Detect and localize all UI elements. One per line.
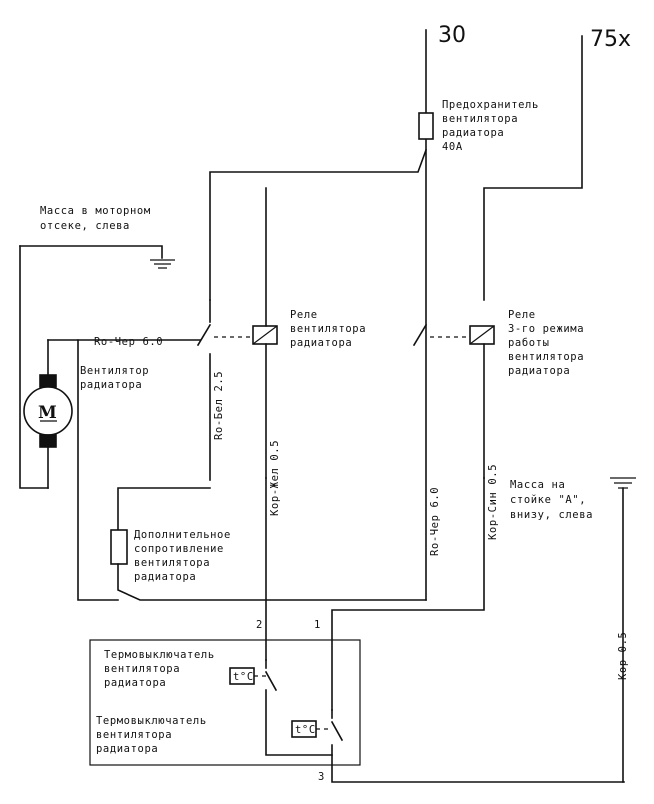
svg-text:40А: 40А (442, 141, 463, 153)
svg-text:сопротивление: сопротивление (134, 543, 224, 555)
svg-text:радиатора: радиатора (80, 379, 142, 391)
terminal-30: 30 (438, 23, 466, 48)
svg-text:Дополнительное: Дополнительное (134, 529, 231, 541)
pin-3: 3 (318, 771, 325, 783)
svg-text:стойке "А",: стойке "А", (510, 494, 586, 506)
wire-label-kor-zhel: Kор-Жел 0.5 (269, 440, 281, 516)
thermo-symbol-1: t°C (233, 671, 254, 683)
ground-pillar-label: Масса на стойке "А", внизу, слева (510, 479, 593, 521)
pin-2: 2 (256, 619, 263, 631)
svg-text:радиатора: радиатора (96, 743, 158, 755)
svg-text:работы: работы (508, 337, 550, 349)
fuse (209, 112, 434, 301)
motor-symbol: M (38, 403, 57, 423)
relay-1-label: Реле вентилятора радиатора (290, 309, 366, 349)
svg-text:отсеке, слева: отсеке, слева (40, 220, 130, 232)
svg-text:радиатора: радиатора (134, 571, 196, 583)
svg-text:радиатора: радиатора (104, 677, 166, 689)
svg-text:вентилятора: вентилятора (104, 663, 180, 675)
wire-label-ro-bel: Ro-Бел 2.5 (213, 371, 225, 440)
motor-label: Вентилятор радиатора (80, 365, 149, 391)
svg-text:3-го режима: 3-го режима (508, 323, 584, 335)
svg-text:Реле: Реле (290, 309, 318, 321)
svg-text:радиатора: радиатора (442, 127, 504, 139)
relay-2-label: Реле 3-го режима работы вентилятора ради… (508, 309, 584, 377)
ground-pillar (610, 477, 636, 783)
svg-text:Реле: Реле (508, 309, 536, 321)
svg-text:вентилятора: вентилятора (442, 113, 518, 125)
thermo-switch-1-label: Термовыключатель вентилятора радиатора (104, 649, 215, 689)
svg-text:Масса в моторном: Масса в моторном (40, 205, 151, 217)
thermo-symbol-2: t°C (295, 724, 316, 736)
svg-text:вентилятора: вентилятора (134, 557, 210, 569)
resistor-label: Дополнительное сопротивление вентилятора… (134, 529, 231, 583)
resistor-loop (77, 339, 485, 711)
svg-text:Предохранитель: Предохранитель (442, 99, 539, 111)
wire-label-kor: Kор 0.5 (617, 632, 629, 680)
wire-label-kor-sin: Kор-Син 0.5 (487, 464, 499, 540)
thermo-box (89, 639, 625, 783)
svg-text:вентилятора: вентилятора (508, 351, 584, 363)
terminal-75x: 75x (590, 27, 631, 52)
svg-text:Термовыключатель: Термовыключатель (104, 649, 215, 661)
svg-text:Вентилятор: Вентилятор (80, 365, 149, 377)
relay-2 (412, 323, 495, 479)
svg-text:вентилятора: вентилятора (96, 729, 172, 741)
svg-text:радиатора: радиатора (290, 337, 352, 349)
svg-text:Термовыключатель: Термовыключатель (96, 715, 207, 727)
wire-label-ro-cher: Ro-Чер 6.0 (429, 487, 441, 556)
svg-text:внизу, слева: внизу, слева (510, 509, 593, 521)
fan-motor (23, 339, 201, 489)
pin-1: 1 (314, 619, 321, 631)
supply-wires (425, 29, 583, 601)
svg-text:вентилятора: вентилятора (290, 323, 366, 335)
svg-text:радиатора: радиатора (508, 365, 570, 377)
relay-1 (196, 187, 278, 481)
ground-engine-label: Масса в моторном отсеке, слева (40, 205, 151, 232)
ground-engine (19, 245, 175, 489)
motor-wire-label: Ro-Чер 6.0 (94, 336, 163, 348)
svg-text:Масса на: Масса на (510, 479, 565, 491)
fuse-label: Предохранитель вентилятора радиатора 40А (442, 99, 539, 153)
thermo-switch-2-label: Термовыключатель вентилятора радиатора (96, 715, 207, 755)
